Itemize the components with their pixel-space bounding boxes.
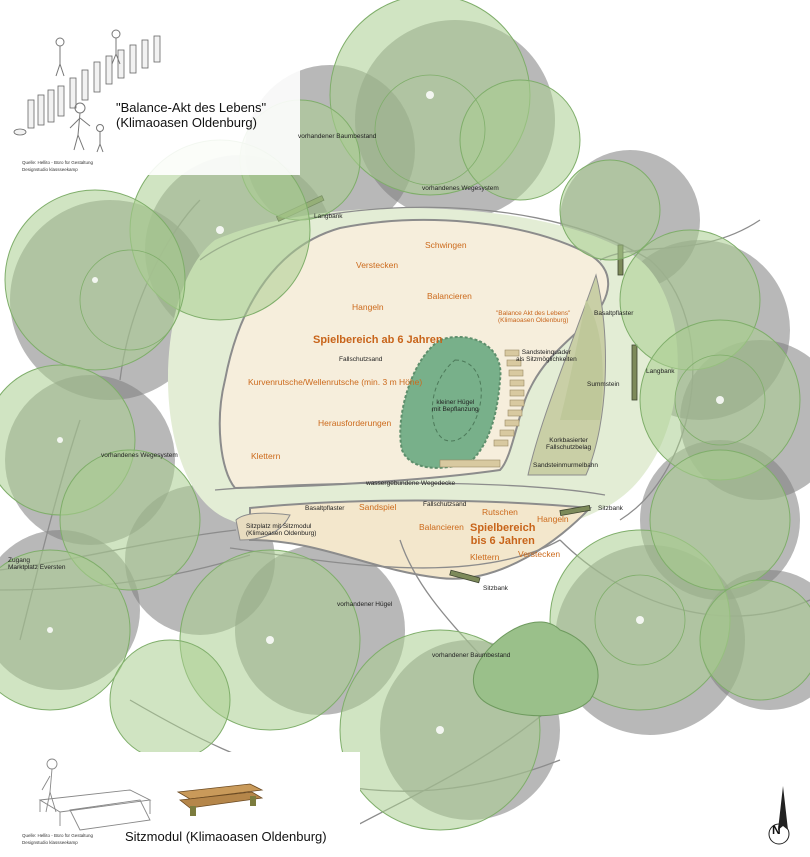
label-kleiner-huegel-line1: kleiner Hügel [436, 399, 475, 406]
label-vorhandener-baumbestand-lower: vorhandener Baumbestand [432, 652, 511, 659]
label-balance-akt: "Balance Akt des Lebens" (Klimaoasen Old… [496, 310, 570, 325]
activity-balancieren-upper: Balancieren [427, 291, 472, 301]
label-basaltpflaster-right: Basaltpflaster [594, 310, 634, 317]
header-title-line2: (Klimaoasen Oldenburg) [116, 115, 257, 130]
label-sitzplatz-line1: Sitzplatz mit Sitzmodul [246, 523, 312, 530]
label-wassergebundene-wegedecke: wassergebundene Wegedecke [366, 480, 456, 487]
label-kleiner-huegel-line2: mit Bepflanzung [432, 406, 479, 414]
label-langbank-top: Langbank [314, 213, 343, 220]
activity-hangeln-upper: Hangeln [352, 302, 384, 312]
seat-module-sketch [38, 758, 152, 831]
activity-verstecken-lower: Verstecken [518, 549, 561, 559]
tree-trunks [47, 91, 724, 734]
north-arrow-label: N [772, 823, 781, 837]
label-sandsteinquader-line1: Sandsteinquader [521, 349, 571, 356]
label-vorhandenes-wegesystem-left: vorhandenes Wegesystem [101, 452, 178, 459]
sandstone-blocks [439, 349, 525, 468]
label-sitzplatz-line2: (Klimaoasen Oldenburg) [246, 530, 317, 538]
activity-klettern-lower: Klettern [470, 552, 500, 562]
activity-klettern-upper: Klettern [251, 451, 281, 461]
label-langbank-right: Langbank [646, 368, 675, 375]
label-sandsteinquader: Sandsteinquader als Sitzmöglichkeiten [516, 349, 577, 364]
tree-canopy-details [79, 74, 766, 666]
label-zugang: Zugang Marktplatz Eversten [8, 557, 65, 572]
activity-rutschen: Rutschen [482, 507, 518, 517]
activity-verstecken-upper: Verstecken [356, 260, 399, 270]
activity-balancieren-lower: Balancieren [419, 522, 464, 532]
label-vorhandenes-wegesystem-top: vorhandenes Wegesystem [422, 185, 499, 192]
existing-shrubs [472, 621, 599, 717]
header-area [0, 0, 300, 175]
label-basaltpflaster-lower: Basaltpflaster [305, 505, 345, 512]
header-title-line1: "Balance-Akt des Lebens" [116, 100, 267, 115]
summstein-area [560, 300, 603, 420]
label-sitzbank-lower: Sitzbank [483, 585, 508, 592]
activity-rutsche: Kurvenrutsche/Wellenrutsche (min. 3 m Hö… [248, 377, 423, 387]
footer-source-line1: Quelle: Hellito - Büro für Gestaltung [22, 833, 94, 838]
activity-herausforderungen: Herausforderungen [318, 418, 392, 428]
label-zugang-line2: Marktplatz Eversten [8, 564, 66, 572]
label-sitzplatz: Sitzplatz mit Sitzmodul (Klimaoasen Olde… [246, 523, 316, 538]
footer-title: Sitzmodul (Klimaoasen Oldenburg) [125, 829, 327, 844]
label-vorhandener-huegel: vorhandener Hügel [337, 601, 393, 608]
label-vorhandener-baumbestand-top: vorhandener Baumbestand [298, 133, 377, 140]
label-sandsteinmurmelbahn: Sandsteinmurmelbahn [533, 462, 599, 469]
activity-sandspiel: Sandspiel [359, 502, 397, 512]
activity-hangeln-lower: Hangeln [537, 514, 569, 524]
header-source-line2: Designstudio klassseekamp [22, 167, 78, 172]
label-sitzbank-right: Sitzbank [598, 505, 623, 512]
person-sketch-adult [55, 29, 121, 151]
seat-module-render [176, 783, 264, 816]
balance-posts-sketch [13, 35, 161, 136]
activity-schwingen: Schwingen [425, 240, 467, 250]
footer-source-line2: Designstudio klassseekamp [22, 840, 78, 845]
label-sandsteinquader-line2: als Sitzmöglichkeiten [516, 356, 577, 364]
label-balance-akt-line1: "Balance Akt des Lebens" [496, 310, 571, 317]
label-fallschutzsand-lower: Fallschutzsand [423, 501, 467, 508]
label-balance-akt-line2: (Klimaoasen Oldenburg) [497, 317, 569, 325]
label-kleiner-huegel: kleiner Hügel mit Bepflanzung [432, 399, 479, 414]
zone-title-lower-line2: bis 6 Jahren [470, 534, 535, 547]
sitzplatz [235, 512, 291, 541]
label-kork-line2: Fallschutzbelag [546, 444, 592, 452]
zone-title-lower: Spielbereich bis 6 Jahren [470, 522, 535, 547]
label-korkbasierter-fallschutzbelag: Korkbasierter Fallschutzbelag [546, 437, 591, 452]
header-source-line1: Quelle: Hellito - Büro für Gestaltung [22, 160, 94, 165]
label-kork-line1: Korkbasierter [549, 437, 588, 444]
label-summstein: Summstein [587, 381, 620, 388]
zone-title-lower-line1: Spielbereich [470, 522, 536, 534]
zone-title-upper: Spielbereich ab 6 Jahren [313, 334, 443, 346]
label-zugang-line1: Zugang [8, 557, 31, 564]
label-fallschutzsand-upper: Fallschutzsand [339, 356, 383, 363]
north-arrow-icon [768, 786, 790, 845]
person-sketch-child [96, 124, 104, 153]
footer-area [0, 752, 360, 857]
hill-contour [431, 359, 482, 442]
